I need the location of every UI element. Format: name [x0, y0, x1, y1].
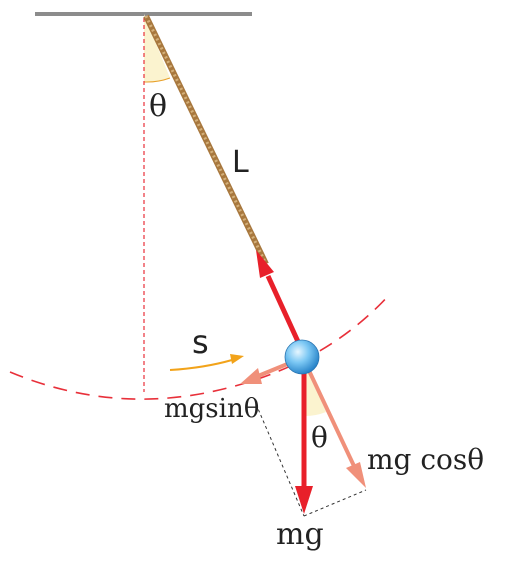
- arc-direction-arrow: [169, 359, 233, 371]
- arc-direction-arrow-head: [230, 354, 244, 364]
- theta-top-label: θ: [149, 89, 168, 124]
- tangential-force-head: [240, 368, 262, 384]
- construction-line-right: [303, 489, 367, 517]
- construction-line-left: [255, 403, 305, 517]
- arc-length-label: s: [192, 323, 209, 361]
- tension-arrow-head: [256, 250, 274, 278]
- swing-arc: [9, 293, 391, 400]
- radial-component-label: mg cosθ: [367, 443, 485, 476]
- pendulum-bob: [284, 339, 320, 375]
- gravity-arrow-head: [295, 486, 313, 514]
- pendulum-rope-texture: [144, 15, 268, 265]
- tangential-component-label: mgsinθ: [164, 394, 260, 424]
- tension-arrow-shaft: [265, 274, 303, 348]
- weight-label: mg: [276, 517, 324, 552]
- length-label: L: [232, 145, 249, 180]
- radial-force-shaft: [302, 359, 356, 467]
- theta-bottom-label: θ: [311, 421, 328, 454]
- radial-force-head: [346, 462, 366, 488]
